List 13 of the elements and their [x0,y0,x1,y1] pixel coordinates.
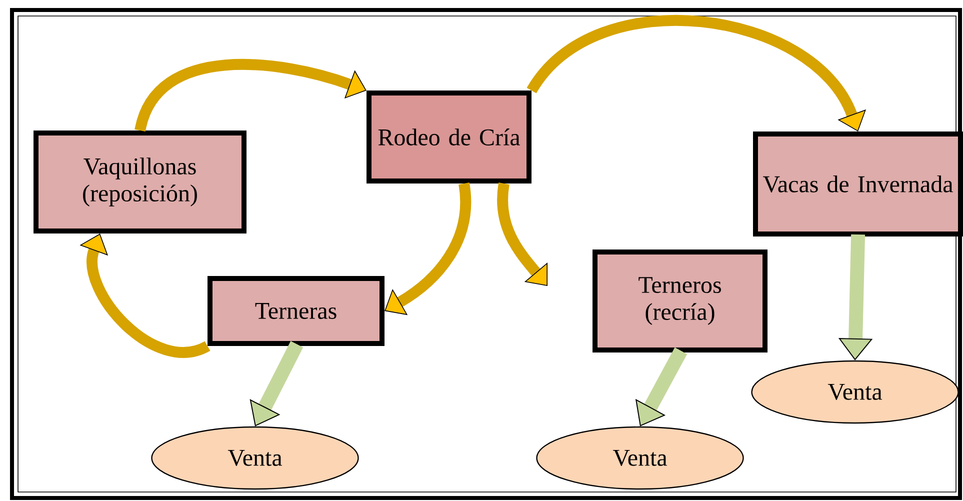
arrow [250,341,304,426]
curved-arrow [527,15,866,132]
curved-arrow [497,182,548,286]
curved-arrow [134,58,366,132]
sale-oval: Venta [151,426,359,490]
curved-arrow [384,182,472,316]
stage-box: Vacas de Invernada [753,132,963,236]
sale-oval: Venta [536,426,744,490]
stage-box: Vaquillonas (reposición) [34,130,246,234]
sale-oval: Venta [751,360,959,424]
stage-box: Terneras [208,276,384,346]
stage-box: Rodeo de Cría [366,90,532,184]
stage-box: Terneros (recría) [592,250,768,352]
